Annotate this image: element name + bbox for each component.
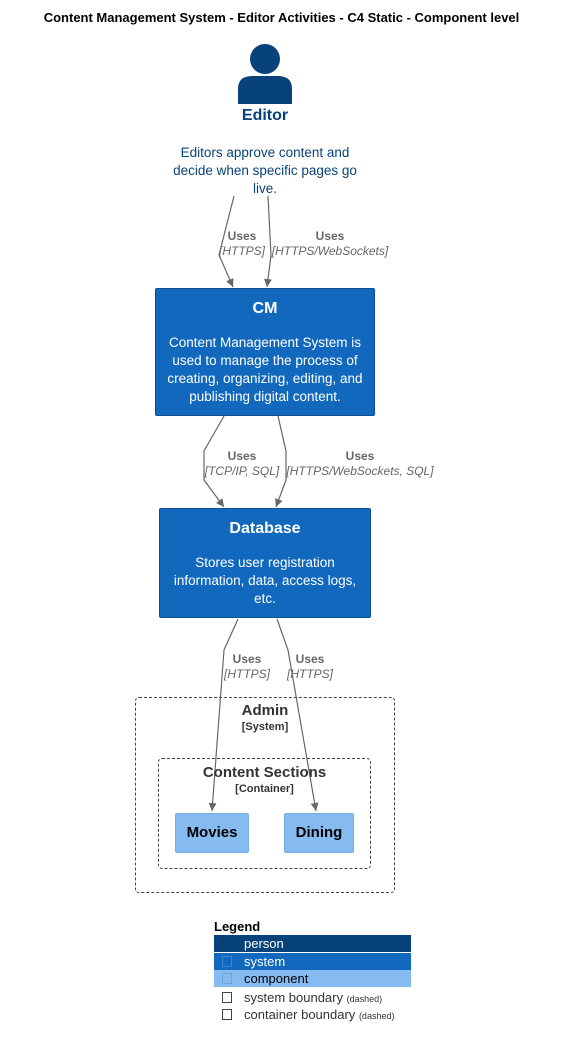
- rel-editor-cm-https-label: Uses [HTTPS]: [216, 229, 268, 259]
- content-sections-title: Content Sections: [202, 764, 327, 781]
- database-system-box[interactable]: Database Stores user registration inform…: [159, 508, 371, 618]
- legend-label: system: [244, 954, 286, 969]
- rel-db-dining-label: Uses [HTTPS]: [285, 652, 335, 682]
- legend-swatch-icon: [222, 992, 232, 1003]
- legend-note: (dashed): [358, 1011, 395, 1021]
- cm-title: CM: [252, 300, 278, 317]
- legend-note: (dashed): [346, 994, 383, 1004]
- connector-db-dining: [276, 618, 319, 812]
- person-label: Editor: [241, 107, 289, 124]
- legend-swatch-icon: [222, 938, 232, 949]
- legend-title: Legend: [214, 919, 261, 934]
- legend-item-container-boundary: container boundary (dashed): [214, 1006, 411, 1023]
- diagram-title: Content Management System - Editor Activ…: [43, 10, 520, 25]
- legend-label: container boundary: [244, 1007, 356, 1022]
- legend-swatch-icon: [222, 973, 232, 984]
- rel-label-uses: Uses: [227, 449, 257, 463]
- content-sections-type: [Container]: [235, 783, 294, 795]
- legend-item-component: component: [214, 970, 411, 987]
- rel-label-uses: Uses: [232, 652, 262, 666]
- rel-cm-db-sql-label: Uses [TCP/IP, SQL]: [200, 449, 284, 479]
- legend-label: component: [244, 971, 309, 986]
- rel-label-tech: [TCP/IP, SQL]: [204, 464, 280, 478]
- content-sections-container-boundary: [158, 758, 371, 869]
- admin-system-boundary: [135, 697, 395, 893]
- rel-label-uses: Uses: [227, 229, 257, 243]
- person-icon: [238, 44, 292, 104]
- person-description: Editors approve content and decide when …: [173, 145, 357, 196]
- connector-editor-cm-https: [218, 195, 235, 288]
- legend-label: system boundary: [244, 990, 343, 1005]
- connector-cm-db-sql: [203, 415, 225, 508]
- legend-item-system-boundary: system boundary (dashed): [214, 989, 411, 1006]
- legend-item-system: system: [214, 953, 411, 970]
- rel-label-tech: [HTTPS/WebSockets]: [271, 244, 389, 258]
- connector-db-movies: [208, 618, 239, 812]
- rel-label-tech: [HTTPS]: [218, 244, 265, 258]
- admin-boundary-title: Admin: [241, 702, 289, 719]
- connector-cm-db-websockets: [275, 415, 287, 508]
- rel-editor-cm-websockets-label: Uses [HTTPS/WebSockets]: [268, 229, 392, 259]
- legend-label: person: [244, 936, 284, 951]
- admin-boundary-type: [System]: [241, 721, 289, 733]
- dining-component[interactable]: Dining: [284, 813, 354, 853]
- rel-label-uses: Uses: [315, 229, 345, 243]
- rel-db-movies-label: Uses [HTTPS]: [222, 652, 272, 682]
- cm-description: Content Management System is used to man…: [167, 335, 363, 404]
- connector-editor-cm-websockets: [264, 195, 272, 288]
- legend-item-person: person: [214, 935, 411, 952]
- movies-component[interactable]: Movies: [175, 813, 249, 853]
- rel-label-tech: [HTTPS/WebSockets, SQL]: [286, 464, 434, 478]
- rel-label-uses: Uses: [295, 652, 325, 666]
- cm-system-box[interactable]: CM Content Management System is used to …: [155, 288, 375, 416]
- rel-label-uses: Uses: [345, 449, 375, 463]
- rel-cm-db-websockets-label: Uses [HTTPS/WebSockets, SQL]: [284, 449, 436, 479]
- rel-label-tech: [HTTPS]: [223, 667, 270, 681]
- legend-swatch-icon: [222, 1009, 232, 1020]
- database-title: Database: [229, 520, 301, 537]
- database-description: Stores user registration information, da…: [173, 555, 357, 606]
- rel-label-tech: [HTTPS]: [286, 667, 333, 681]
- legend-swatch-icon: [222, 956, 232, 967]
